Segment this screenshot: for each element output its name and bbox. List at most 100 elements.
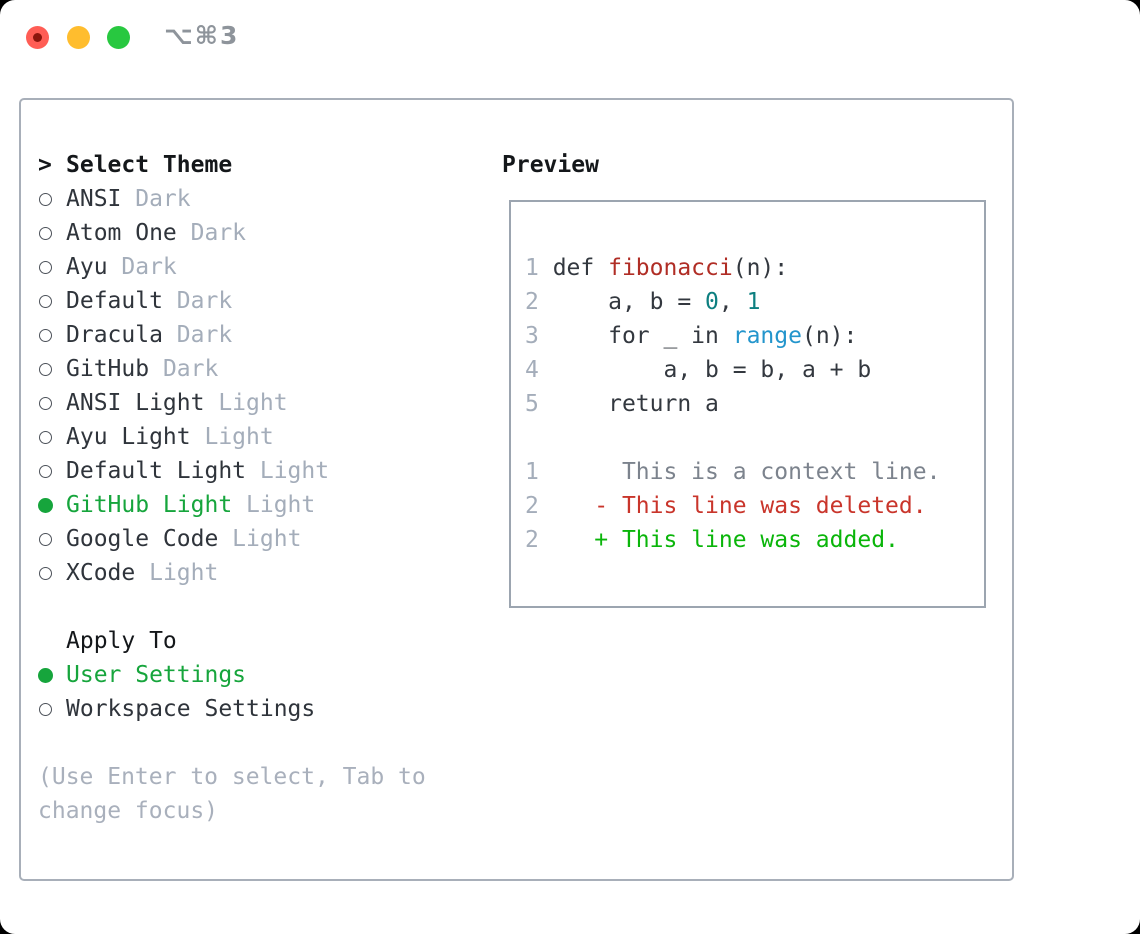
- code-line: 4 a, b = b, a + b: [525, 353, 984, 387]
- theme-option[interactable]: Dracula Dark: [38, 318, 329, 352]
- theme-variant-tag: Dark: [121, 186, 191, 212]
- radio-icon: [39, 260, 52, 274]
- code-segment: 4: [525, 357, 553, 383]
- prompt-caret: >: [38, 152, 52, 178]
- radio-icon: [39, 226, 52, 240]
- theme-name: GitHub Light: [66, 492, 233, 518]
- code-segment: 1: [525, 255, 553, 281]
- radio-selected-icon: [38, 497, 53, 513]
- theme-option[interactable]: GitHub Light Light: [38, 488, 329, 522]
- apply-to-option[interactable]: User Settings: [38, 658, 315, 692]
- titlebar: ⌥⌘3: [0, 0, 1140, 74]
- theme-name: Atom One: [66, 220, 177, 246]
- code-blank-line: [525, 421, 984, 455]
- radio-cell: [38, 532, 66, 546]
- theme-name: ANSI: [66, 186, 122, 212]
- radio-cell: [38, 362, 66, 376]
- code-segment: 1: [525, 459, 539, 485]
- code-line: 1 This is a context line.: [525, 455, 984, 489]
- code-segment: a, b = b, a + b: [552, 357, 872, 383]
- code-segment: 2: [525, 493, 539, 519]
- code-segment: for _ in: [552, 323, 733, 349]
- preview-title: Preview: [502, 152, 599, 178]
- code-segment: 2: [525, 527, 539, 553]
- radio-cell: [38, 667, 66, 683]
- theme-variant-tag: Dark: [162, 322, 233, 348]
- code-segment: This is a context line.: [538, 459, 941, 485]
- apply-to-option[interactable]: Workspace Settings: [38, 692, 315, 726]
- close-button[interactable]: [26, 26, 49, 49]
- theme-name: Default Light: [66, 458, 247, 484]
- minimize-button[interactable]: [67, 26, 90, 49]
- theme-name: GitHub: [66, 356, 150, 382]
- theme-name: XCode: [66, 560, 136, 586]
- radio-cell: [38, 260, 66, 274]
- code-segment: fibonacci: [608, 255, 733, 281]
- code-segment: [539, 493, 594, 519]
- radio-cell: [38, 294, 66, 308]
- code-segment: return a: [552, 391, 719, 417]
- code-segment: def: [552, 255, 609, 281]
- radio-cell: [38, 328, 66, 342]
- radio-icon: [39, 362, 52, 376]
- code-line: 2 + This line was added.: [525, 523, 984, 557]
- radio-cell: [38, 226, 66, 240]
- theme-variant-tag: Light: [190, 424, 274, 450]
- theme-option[interactable]: Default Dark: [38, 284, 329, 318]
- theme-name: Dracula: [66, 322, 163, 348]
- theme-name: Ayu Light: [66, 424, 191, 450]
- theme-option[interactable]: Google Code Light: [38, 522, 329, 556]
- code-segment: (n):: [801, 323, 858, 349]
- code-line: 2 a, b = 0, 1: [525, 285, 984, 319]
- code-segment: a, b =: [552, 289, 706, 315]
- theme-variant-tag: Light: [204, 390, 288, 416]
- code-segment: 3: [525, 323, 553, 349]
- apply-to-option-label: User Settings: [66, 662, 247, 688]
- theme-variant-tag: Light: [232, 492, 316, 518]
- code-segment: - This line was deleted.: [594, 493, 927, 519]
- radio-icon: [39, 294, 52, 308]
- code-line: 2 - This line was deleted.: [525, 489, 984, 523]
- code-segment: 2: [525, 289, 553, 315]
- theme-list-header: >Select Theme: [38, 148, 329, 182]
- apply-to-title: Apply To: [66, 628, 177, 654]
- prompt-cell: >: [38, 152, 66, 178]
- theme-option[interactable]: ANSI Light Light: [38, 386, 329, 420]
- radio-cell: [38, 566, 66, 580]
- radio-cell: [38, 464, 66, 478]
- theme-option[interactable]: Atom One Dark: [38, 216, 329, 250]
- keyboard-shortcut-label: ⌥⌘3: [164, 21, 240, 50]
- code-segment: (n):: [732, 255, 789, 281]
- theme-option[interactable]: ANSI Dark: [38, 182, 329, 216]
- radio-icon: [39, 430, 52, 444]
- radio-cell: [38, 430, 66, 444]
- theme-variant-tag: Light: [218, 526, 302, 552]
- hint-text: (Use Enter to select, Tab to change focu…: [38, 764, 440, 824]
- code-line: 1 def fibonacci(n):: [525, 251, 984, 285]
- radio-cell: [38, 497, 66, 513]
- code-line: 5 return a: [525, 387, 984, 421]
- radio-icon: [39, 464, 52, 478]
- zoom-button[interactable]: [107, 26, 130, 49]
- theme-option[interactable]: Ayu Dark: [38, 250, 329, 284]
- radio-icon: [39, 702, 52, 716]
- theme-option[interactable]: Ayu Light Light: [38, 420, 329, 454]
- theme-option[interactable]: Default Light Light: [38, 454, 329, 488]
- code-line: 3 for _ in range(n):: [525, 319, 984, 353]
- radio-selected-icon: [38, 667, 53, 683]
- theme-variant-tag: Dark: [176, 220, 247, 246]
- theme-name: Default: [66, 288, 163, 314]
- theme-option[interactable]: GitHub Dark: [38, 352, 329, 386]
- theme-name: ANSI Light: [66, 390, 205, 416]
- theme-name: Ayu: [66, 254, 108, 280]
- apply-to-option-label: Workspace Settings: [66, 696, 316, 722]
- theme-option[interactable]: XCode Light: [38, 556, 329, 590]
- apply-to-header: Apply To: [38, 624, 315, 658]
- theme-variant-tag: Dark: [107, 254, 177, 280]
